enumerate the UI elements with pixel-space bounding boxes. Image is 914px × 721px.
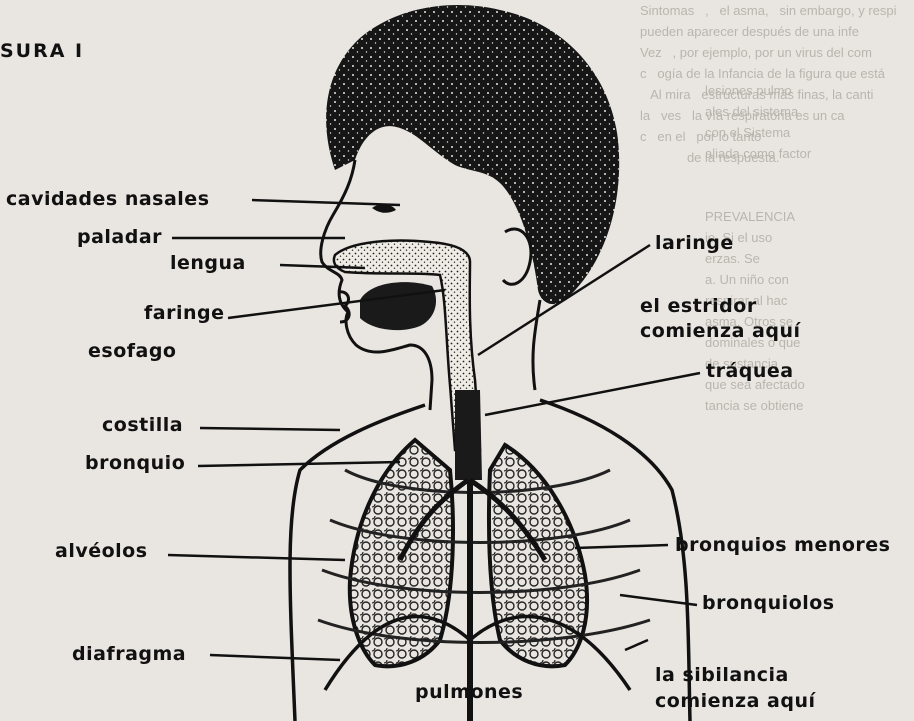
label-diafragma: diafragma: [72, 643, 186, 665]
label-pulmones: pulmones: [415, 681, 523, 703]
leader-cavidades: [252, 200, 400, 205]
label-bronquiolos: bronquiolos: [702, 592, 835, 614]
ear-shape: [503, 229, 531, 284]
leader-diafragma: [210, 655, 340, 660]
label-bronquios-menores: bronquios menores: [675, 534, 891, 556]
label-sibilancia-line2: comienza aquí: [655, 690, 816, 712]
label-estridor-line1: el estridor: [640, 295, 757, 317]
leader-bronquio: [198, 462, 400, 466]
leader-traquea: [485, 373, 700, 415]
label-paladar: paladar: [77, 226, 162, 248]
leader-costilla: [200, 428, 340, 430]
leader-sibilancia: [625, 640, 648, 650]
label-esofago: esofago: [88, 340, 177, 362]
label-lengua: lengua: [170, 252, 246, 274]
leader-alveolos: [168, 555, 345, 560]
label-cavidades-nasales: cavidades nasales: [6, 188, 210, 210]
label-traquea: tráquea: [706, 360, 794, 382]
label-alveolos: alvéolos: [55, 540, 148, 562]
lung-right-upper: [489, 445, 587, 666]
trachea-shape: [455, 390, 482, 480]
label-sibilancia-line1: la sibilancia: [655, 664, 789, 686]
label-costilla: costilla: [102, 414, 183, 436]
label-faringe: faringe: [144, 302, 224, 324]
tongue-shape: [360, 282, 436, 330]
label-bronquio: bronquio: [85, 452, 185, 474]
neck-back-line: [533, 300, 540, 390]
label-estridor-line2: comienza aquí: [640, 320, 801, 342]
leader-bronquios-menores: [575, 545, 668, 548]
figure-title: SURA I: [0, 40, 84, 62]
label-laringe: laringe: [655, 232, 734, 254]
